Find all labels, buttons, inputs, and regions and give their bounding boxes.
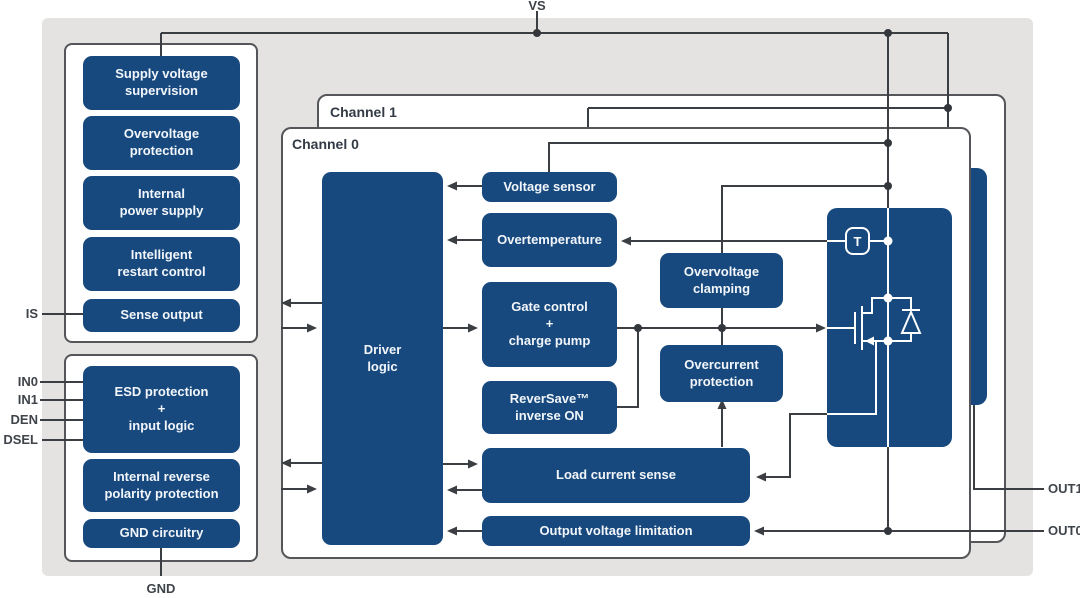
pin-in0: IN0 (17, 374, 38, 389)
block-overcurrent-protection: Overcurrent protection (660, 345, 783, 402)
pin-out0: OUT0 (1048, 523, 1080, 538)
block-output-voltage-limitation: Output voltage limitation (482, 516, 750, 546)
block-overtemperature: Overtemperature (482, 213, 617, 267)
block-gnd-circuitry: GND circuitry (83, 519, 240, 548)
block-intelligent-restart-control: Intelligent restart control (83, 237, 240, 291)
block-reversave-inverse-on: ReverSave™ inverse ON (482, 381, 617, 434)
block-overvoltage-clamping: Overvoltage clamping (660, 253, 783, 308)
channel0-label: Channel 0 (292, 136, 359, 152)
channel1-label: Channel 1 (330, 104, 397, 120)
pin-in1: IN1 (17, 392, 38, 407)
pin-dsel: DSEL (3, 432, 38, 447)
block-load-current-sense: Load current sense (482, 448, 750, 503)
block-voltage-sensor: Voltage sensor (482, 172, 617, 202)
temperature-sensor-icon: T (845, 227, 870, 255)
pin-out1: OUT1 (1048, 481, 1080, 496)
block-supply-voltage-supervision: Supply voltage supervision (83, 56, 240, 110)
block-driver-logic: Driver logic (322, 172, 443, 545)
pin-is: IS (25, 306, 38, 321)
pin-gnd: GND (146, 581, 176, 596)
block-internal-power-supply: Internal power supply (83, 176, 240, 230)
pin-vs: VS (528, 0, 546, 13)
block-gate-control-charge-pump: Gate control + charge pump (482, 282, 617, 367)
block-internal-reverse-polarity-protection: Internal reverse polarity protection (83, 459, 240, 512)
pin-den: DEN (10, 412, 38, 427)
block-esd-input-logic: ESD protection + input logic (83, 366, 240, 453)
block-overvoltage-protection: Overvoltage protection (83, 116, 240, 170)
block-sense-output: Sense output (83, 299, 240, 332)
